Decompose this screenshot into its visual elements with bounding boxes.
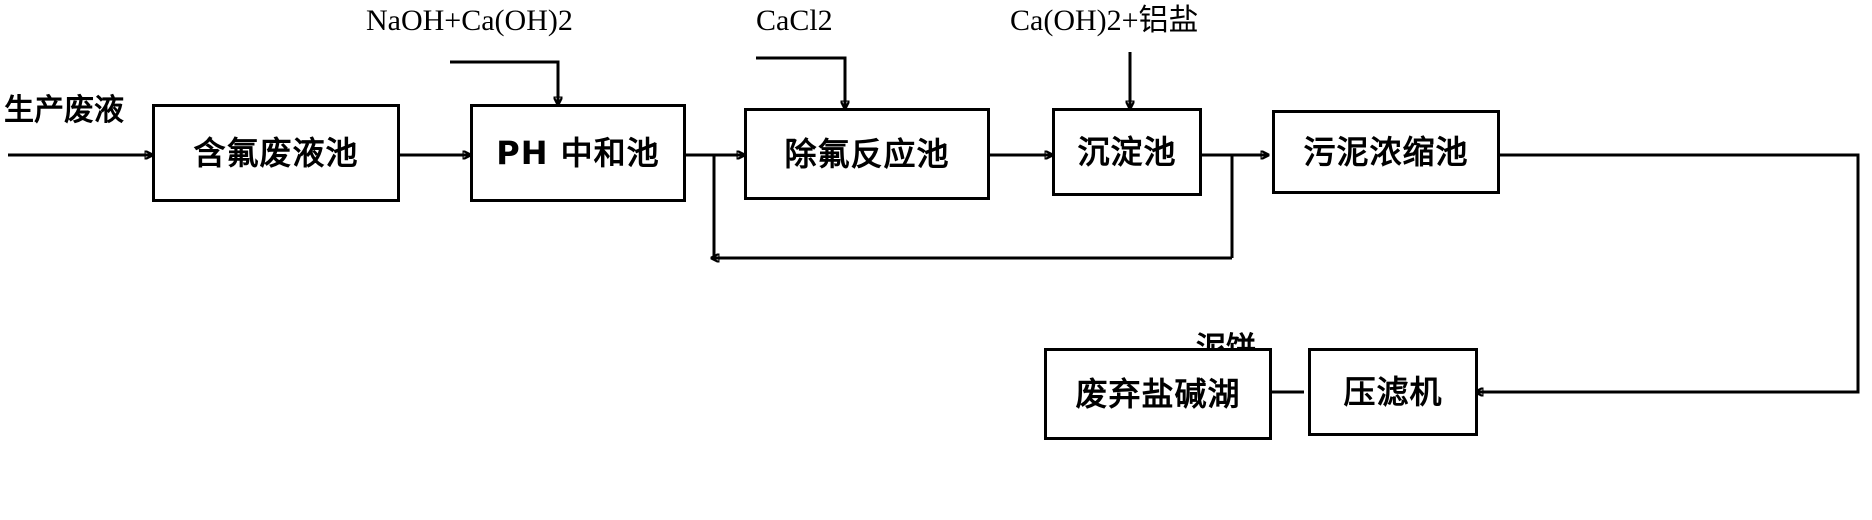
arrow-reagent1-to-n2 (450, 60, 558, 104)
node-fluorine-waste-pool[interactable]: 含氟废液池 (152, 104, 400, 202)
node-label: 废弃盐碱湖 (1075, 375, 1241, 413)
node-ph-neutralization-pool[interactable]: PH 中和池 (470, 104, 686, 202)
arrow-n5-to-n7 (1476, 153, 1860, 392)
input-label-production-waste: 生产废液 (4, 93, 124, 128)
arrow-reagent2-to-n3 (756, 56, 845, 108)
node-sedimentation-tank[interactable]: 沉淀池 (1052, 108, 1202, 196)
reagent-label-naoh-caoh2: NaOH+Ca(OH)2 (366, 4, 573, 37)
reagent-label-caoh2-aluminum-salt: Ca(OH)2+铝盐 (1010, 4, 1199, 37)
node-sludge-thickening-tank[interactable]: 污泥浓缩池 (1272, 110, 1500, 194)
node-abandoned-saline-alkali-lake[interactable]: 废弃盐碱湖 (1044, 348, 1272, 440)
node-label: PH 中和池 (496, 134, 660, 172)
node-label: 沉淀池 (1077, 133, 1177, 171)
node-label: 含氟废液池 (193, 134, 359, 172)
node-filter-press[interactable]: 压滤机 (1308, 348, 1478, 436)
node-label: 污泥浓缩池 (1303, 133, 1469, 171)
node-defluorination-reaction-pool[interactable]: 除氟反应池 (744, 108, 990, 200)
reagent-label-cacl2: CaCl2 (756, 4, 833, 37)
node-label: 压滤机 (1343, 373, 1443, 411)
node-label: 除氟反应池 (784, 135, 950, 173)
